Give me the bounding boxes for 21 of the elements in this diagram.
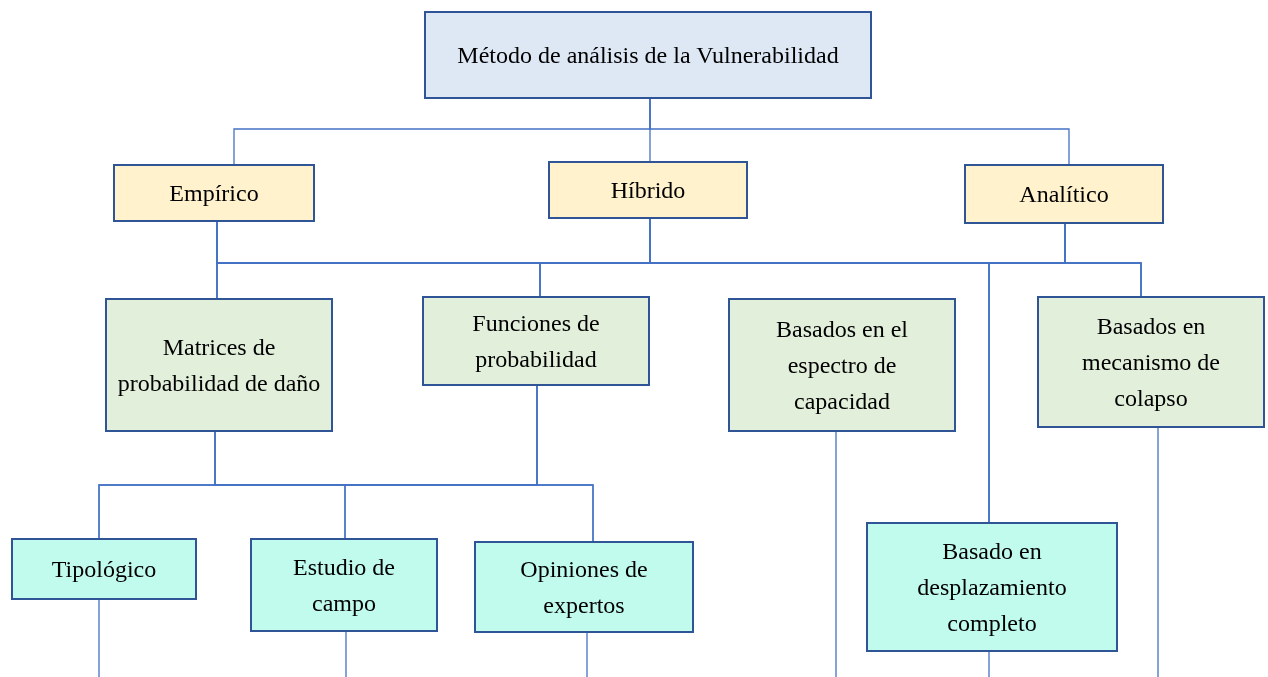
category-box: Empírico <box>113 164 315 222</box>
connector-line <box>98 599 100 677</box>
category-box: Analítico <box>964 164 1164 224</box>
category-box: Tipológico <box>11 538 197 600</box>
category-box: Basados en mecanismo de colapso <box>1037 296 1265 428</box>
connector-line <box>649 98 1070 165</box>
connector-line <box>1157 427 1159 677</box>
connector-line <box>988 651 990 677</box>
category-box: Híbrido <box>548 161 748 219</box>
category-box: Funciones de probabilidad <box>422 296 650 386</box>
connector-line <box>1064 223 1142 297</box>
connector-line <box>536 385 594 542</box>
category-box: Opiniones de expertos <box>474 541 694 633</box>
connector-line <box>835 431 837 677</box>
category-box: Basados en el espectro de capacidad <box>728 298 956 432</box>
connector-line <box>345 631 347 677</box>
category-box: Matrices de probabilidad de daño <box>105 298 333 432</box>
category-box: Basado en desplazamiento completo <box>866 522 1118 652</box>
category-box: Método de análisis de la Vulnerabilidad <box>424 11 872 99</box>
connector-line <box>586 632 588 677</box>
category-box: Estudio de campo <box>250 538 438 632</box>
